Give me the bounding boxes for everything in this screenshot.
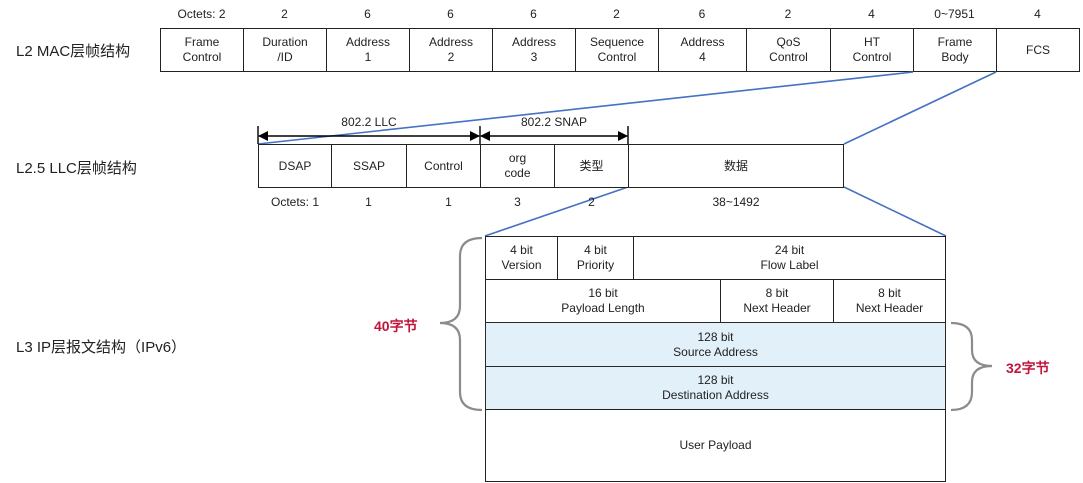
ipv6-field-priority: 4 bit Priority [557,236,634,280]
mac-field-duration-id: Duration /ID [243,28,327,72]
llc-octet-type: 2 [588,195,595,209]
llc-octet-org-code: 3 [514,195,521,209]
brace-right [950,321,993,412]
l3-label: L3 IP层报文结构（IPv6） [16,339,187,356]
llc-field-type: 类型 [554,144,629,188]
mac-field-frame-control: Frame Control [160,28,244,72]
llc-octet-dsap: Octets: 1 [270,195,320,209]
mac-field-address4: Address 4 [658,28,747,72]
mac-octet-address3: 6 [530,7,537,21]
ipv6-field-payload-length: 16 bit Payload Length [485,279,721,323]
llc-field-dsap: DSAP [258,144,332,188]
mac-octet-frame-control: Octets: 2 [177,7,226,21]
llc-field-ssap: SSAP [331,144,407,188]
llc-octet-control: 1 [445,195,452,209]
llc-field-org-code: org code [480,144,555,188]
mac-field-address3: Address 3 [492,28,576,72]
mac-field-ht-control: HT Control [830,28,914,72]
ipv6-field-source-address: 128 bit Source Address [485,322,946,367]
mac-octet-frame-body: 0~7951 [934,7,975,21]
brace-left [439,236,483,412]
mac-octet-sequence: 2 [613,7,620,21]
mac-octet-address2: 6 [447,7,454,21]
ipv6-field-version: 4 bit Version [485,236,558,280]
ipv6-user-payload: User Payload [485,409,946,482]
brace-left-label: 40字节 [374,318,418,334]
ipv6-field-flow-label: 24 bit Flow Label [633,236,946,280]
llc-octet-ssap: 1 [365,195,372,209]
l2-label: L2 MAC层帧结构 [16,43,131,60]
ipv6-field-next-header-1: 8 bit Next Header [720,279,834,323]
brace-right-label: 32字节 [1006,360,1050,376]
connector-body-right [843,71,997,145]
connector-data-left [484,186,629,237]
connector-data-right [843,186,947,237]
snap-dimension-label: 802.2 SNAP [520,115,588,129]
mac-octet-qos: 2 [784,7,792,21]
connector-body-left [257,71,914,145]
llc-dimension-label: 802.2 LLC [341,115,397,129]
llc-octet-data: 38~1492 [712,195,760,209]
llc-field-control: Control [406,144,481,188]
llc-field-data: 数据 [628,144,844,188]
mac-octet-duration: 2 [281,7,288,21]
mac-octet-address1: 6 [364,7,371,21]
mac-field-address2: Address 2 [409,28,493,72]
mac-octet-address4: 6 [698,7,706,21]
mac-field-qos-control: QoS Control [746,28,831,72]
mac-octet-ht: 4 [868,7,875,21]
mac-octet-fcs: 4 [1034,7,1041,21]
l25-label: L2.5 LLC层帧结构 [16,160,137,177]
mac-field-sequence-control: Sequence Control [575,28,659,72]
ipv6-field-destination-address: 128 bit Destination Address [485,366,946,410]
mac-field-fcs: FCS [996,28,1080,72]
mac-field-frame-body: Frame Body [913,28,997,72]
ipv6-field-next-header-2: 8 bit Next Header [833,279,946,323]
